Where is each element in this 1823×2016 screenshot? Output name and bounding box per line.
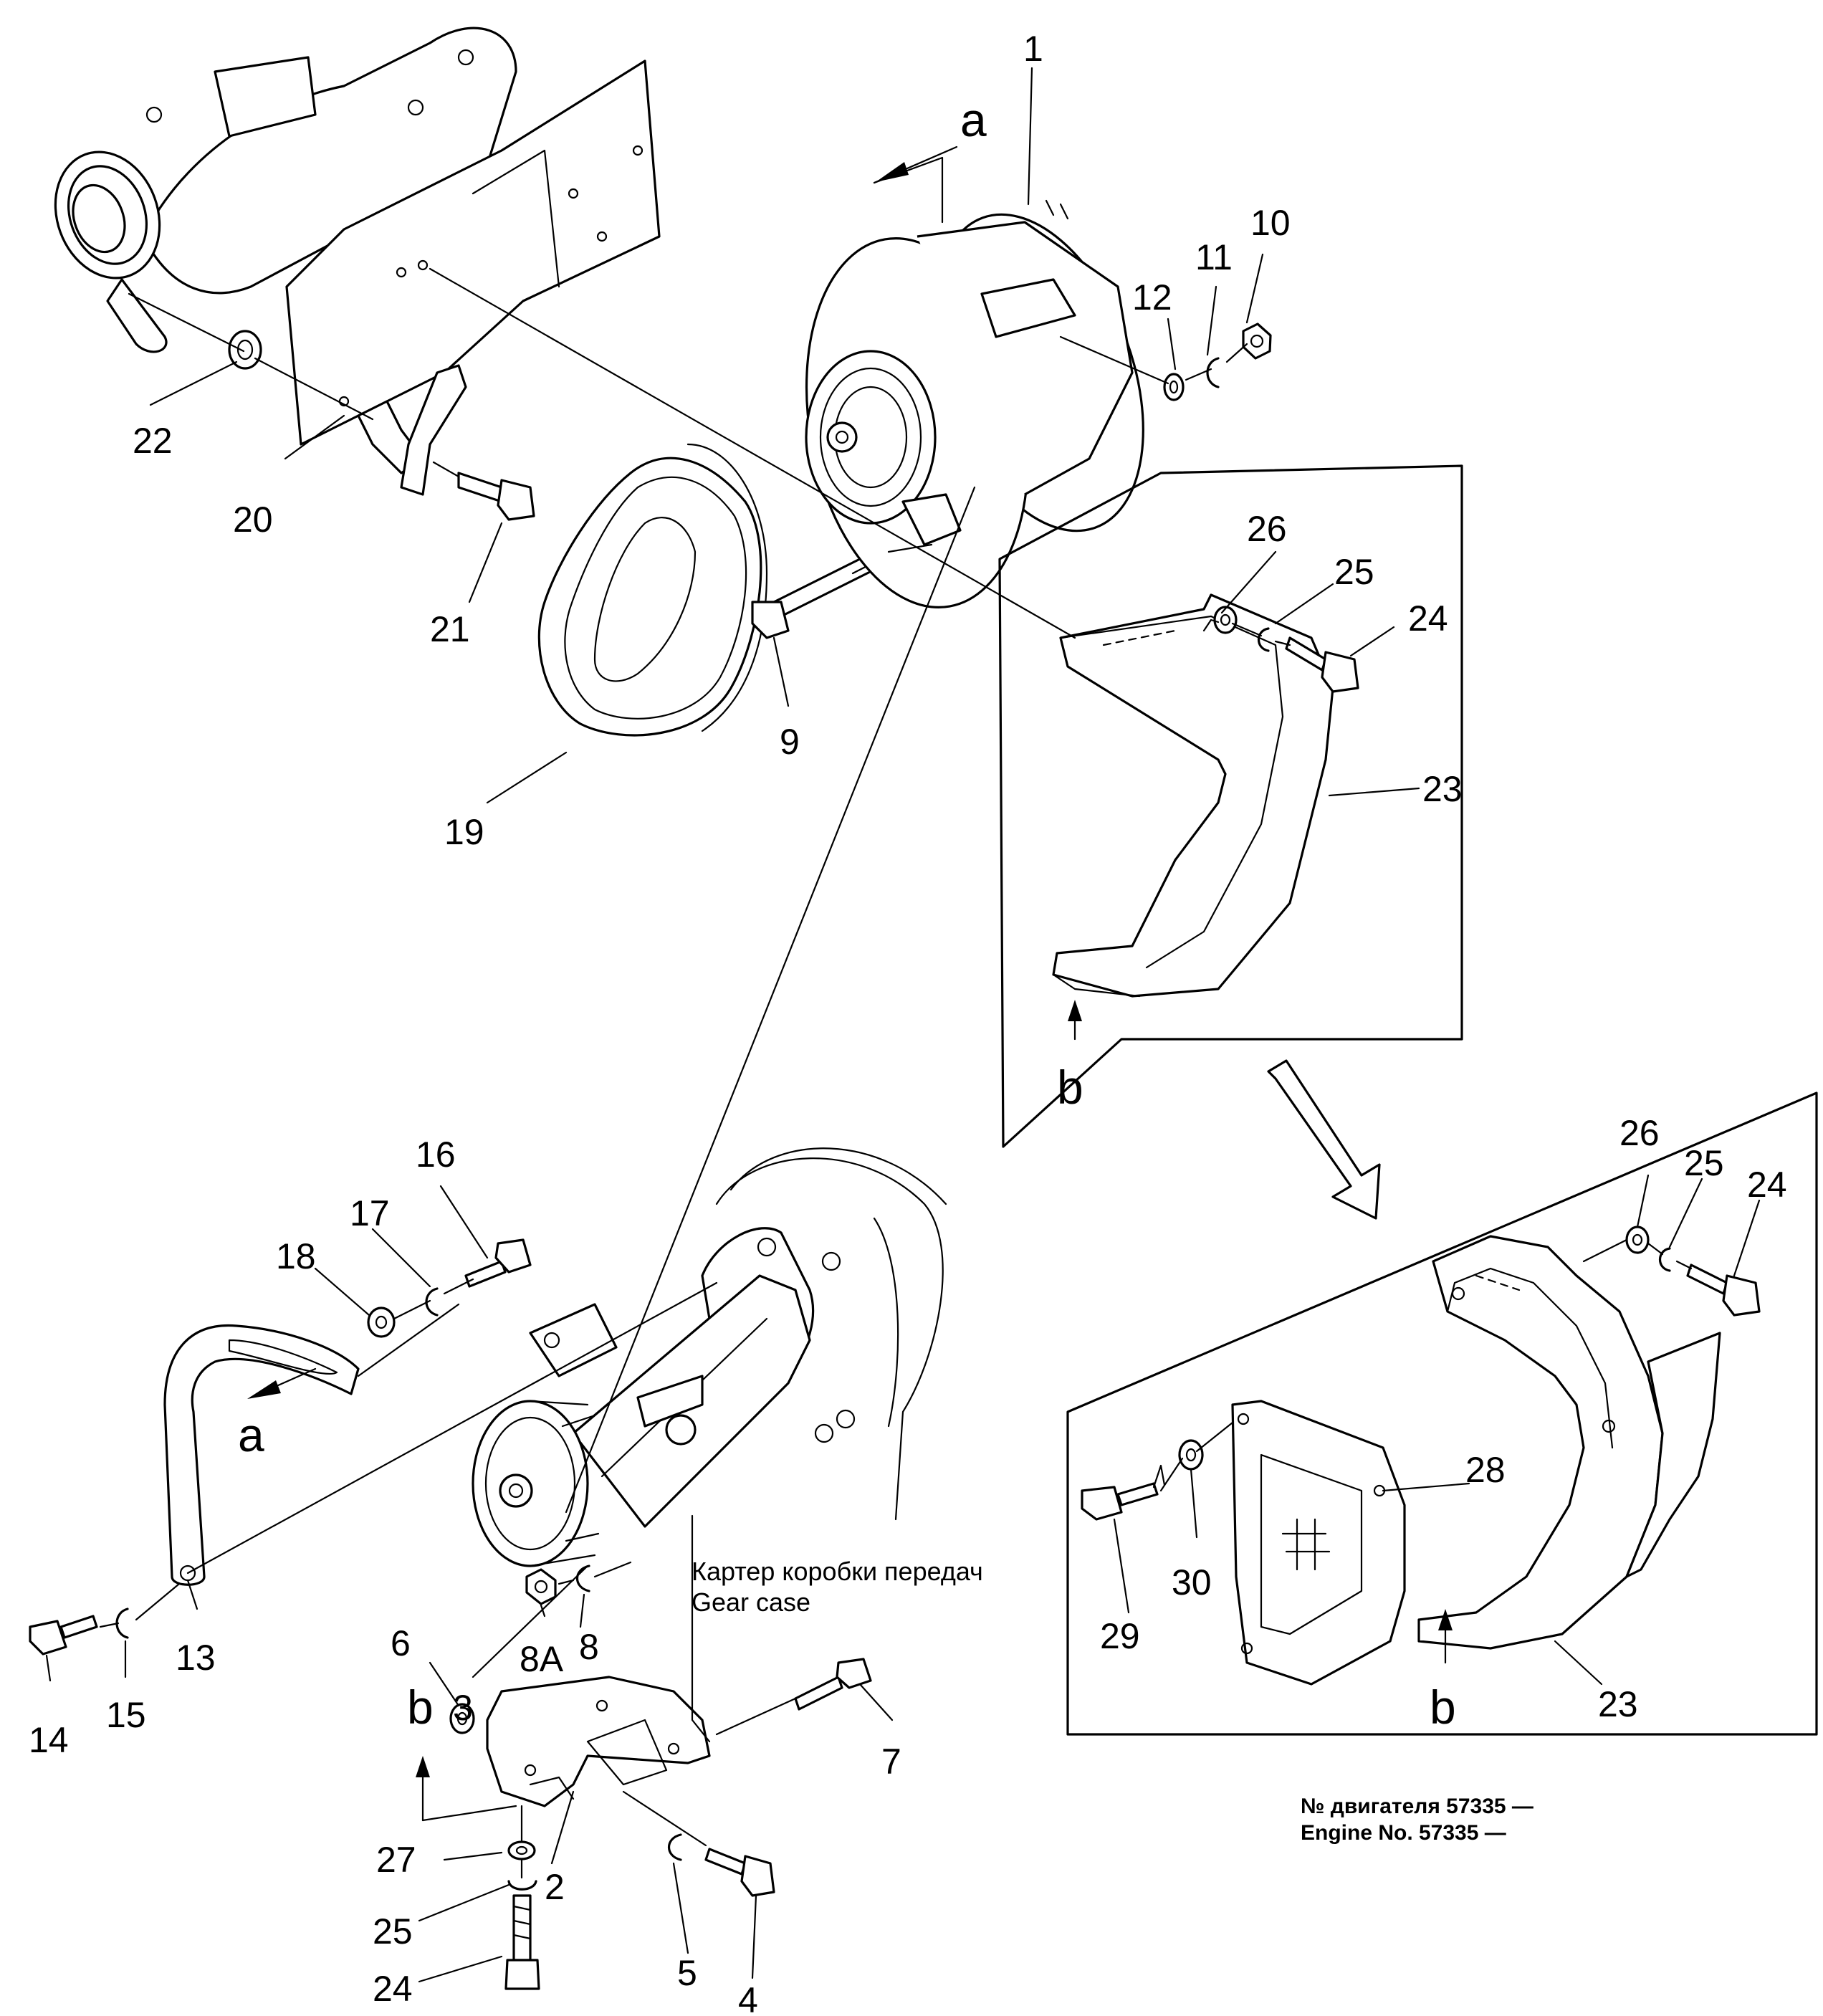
callout-numbers: 1 10 11 12 22 20 21 19 9 26 25 24 23 26 … (29, 29, 1787, 2016)
callout-24-detail2: 24 (1747, 1165, 1787, 1205)
callout-12: 12 (1132, 277, 1172, 317)
spring-washer-part-25 (507, 1880, 537, 1891)
compressor-assembly (54, 27, 517, 353)
gear-case-label-en: Gear case (692, 1587, 810, 1617)
bolt-part-9 (751, 543, 894, 639)
callout-27: 27 (376, 1840, 416, 1880)
engine-note-ru: № двигателя 57335 — (1301, 1795, 1533, 1818)
view-letter-b-detail2: b (1430, 1681, 1456, 1734)
washer-part-18 (367, 1306, 396, 1338)
callout-26-detail1: 26 (1247, 509, 1287, 549)
view-arrow-a-lower (247, 1367, 317, 1399)
bolt-part-14 (29, 1615, 98, 1656)
cover-plate-part-28 (1231, 1400, 1406, 1686)
callout-2: 2 (545, 1867, 565, 1907)
transfer-arrow (1267, 1059, 1381, 1220)
washer-part-27 (507, 1840, 536, 1860)
callout-24: 24 (373, 1969, 413, 2009)
assembly-lines (99, 267, 1693, 1879)
view-letter-b-detail1: b (1057, 1061, 1083, 1114)
v-belt-part-19 (537, 443, 768, 737)
bolt-part-4 (704, 1848, 775, 1897)
callout-28: 28 (1465, 1450, 1506, 1490)
washer-part-26-detail2 (1625, 1226, 1650, 1254)
spring-washer-part-25-detail2 (1658, 1247, 1671, 1272)
bracket-part-2 (486, 1676, 711, 1807)
bolt-part-21 (457, 472, 535, 521)
bolt-part-24-detail1 (1285, 636, 1359, 693)
callout-10: 10 (1250, 203, 1291, 243)
view-letter-a-lower: a (238, 1408, 264, 1461)
callout-14: 14 (29, 1720, 69, 1760)
callout-21: 21 (430, 609, 470, 649)
view-arrow-b-detail2 (1438, 1609, 1453, 1664)
washer-part-12 (1163, 373, 1185, 401)
view-letter-a-upper: a (960, 93, 987, 146)
washer-part-6 (449, 1703, 475, 1734)
view-arrow-b-lower (416, 1756, 517, 1822)
callout-13: 13 (176, 1638, 216, 1678)
engine-note-en: Engine No. 57335 — (1301, 1821, 1506, 1845)
pulley-part-3 (472, 1400, 600, 1567)
callout-22: 22 (133, 421, 173, 461)
view-letter-b-lower: b (407, 1681, 434, 1734)
adjusting-link-part-13 (163, 1324, 360, 1586)
nut-part-10 (1242, 323, 1272, 360)
callout-25-detail2: 25 (1684, 1143, 1724, 1183)
gear-case-caption: Картер коробки передач Gear case (692, 1557, 983, 1617)
detail-box-view-b (998, 464, 1463, 1148)
callout-16: 16 (416, 1134, 456, 1175)
callout-20: 20 (233, 500, 273, 540)
spacer-part-22 (228, 330, 262, 370)
callout-25: 25 (373, 1911, 413, 1951)
tensioner-shaft-part-3 (529, 1274, 811, 1528)
spring-washer-part-25-detail1 (1257, 627, 1270, 652)
callout-1: 1 (1023, 29, 1043, 69)
callout-26-detail2: 26 (1619, 1113, 1660, 1153)
callout-23-detail2: 23 (1598, 1684, 1638, 1724)
alternator-part-1 (805, 199, 1144, 608)
callout-leaders (45, 67, 1761, 1983)
bolt-part-29 (1081, 1464, 1166, 1521)
callout-6: 6 (391, 1623, 411, 1663)
detail-box-view-b-variant (1066, 1091, 1818, 1736)
callout-23-detail1: 23 (1422, 769, 1463, 809)
callout-19: 19 (444, 812, 484, 852)
callout-24-detail1: 24 (1408, 598, 1448, 639)
spring-washer-part-5 (668, 1833, 682, 1861)
callout-3: 3 (453, 1688, 473, 1728)
callout-8: 8 (579, 1627, 599, 1667)
washer-part-30 (1178, 1439, 1204, 1471)
bolt-part-16 (464, 1238, 532, 1288)
bolt-part-24-detail2 (1686, 1263, 1761, 1317)
callout-5: 5 (677, 1953, 697, 1993)
view-arrow-a-upper (873, 145, 958, 224)
callout-11: 11 (1195, 237, 1233, 277)
callout-8a: 8A (520, 1639, 564, 1679)
callout-15: 15 (106, 1695, 146, 1735)
nut-part-8a (525, 1568, 557, 1605)
view-arrow-b-detail1 (1068, 1000, 1082, 1041)
engine-number-note: № двигателя 57335 — Engine No. 57335 — (1301, 1795, 1533, 1845)
callout-29: 29 (1100, 1616, 1140, 1656)
callout-4: 4 (738, 1980, 758, 2016)
spring-washer-part-11 (1206, 357, 1220, 388)
callout-30: 30 (1172, 1562, 1212, 1602)
callout-9: 9 (780, 722, 800, 762)
gear-case-label-ru: Картер коробки передач (692, 1557, 983, 1586)
callout-17: 17 (350, 1193, 390, 1233)
washer-part-26-detail1 (1213, 606, 1238, 634)
bolt-part-24 (504, 1894, 540, 1990)
callout-18: 18 (276, 1236, 316, 1276)
view-letters: a a b b b (238, 93, 1456, 1734)
lock-plate (357, 364, 467, 496)
callout-25-detail1: 25 (1334, 552, 1374, 592)
callout-7: 7 (881, 1742, 901, 1782)
